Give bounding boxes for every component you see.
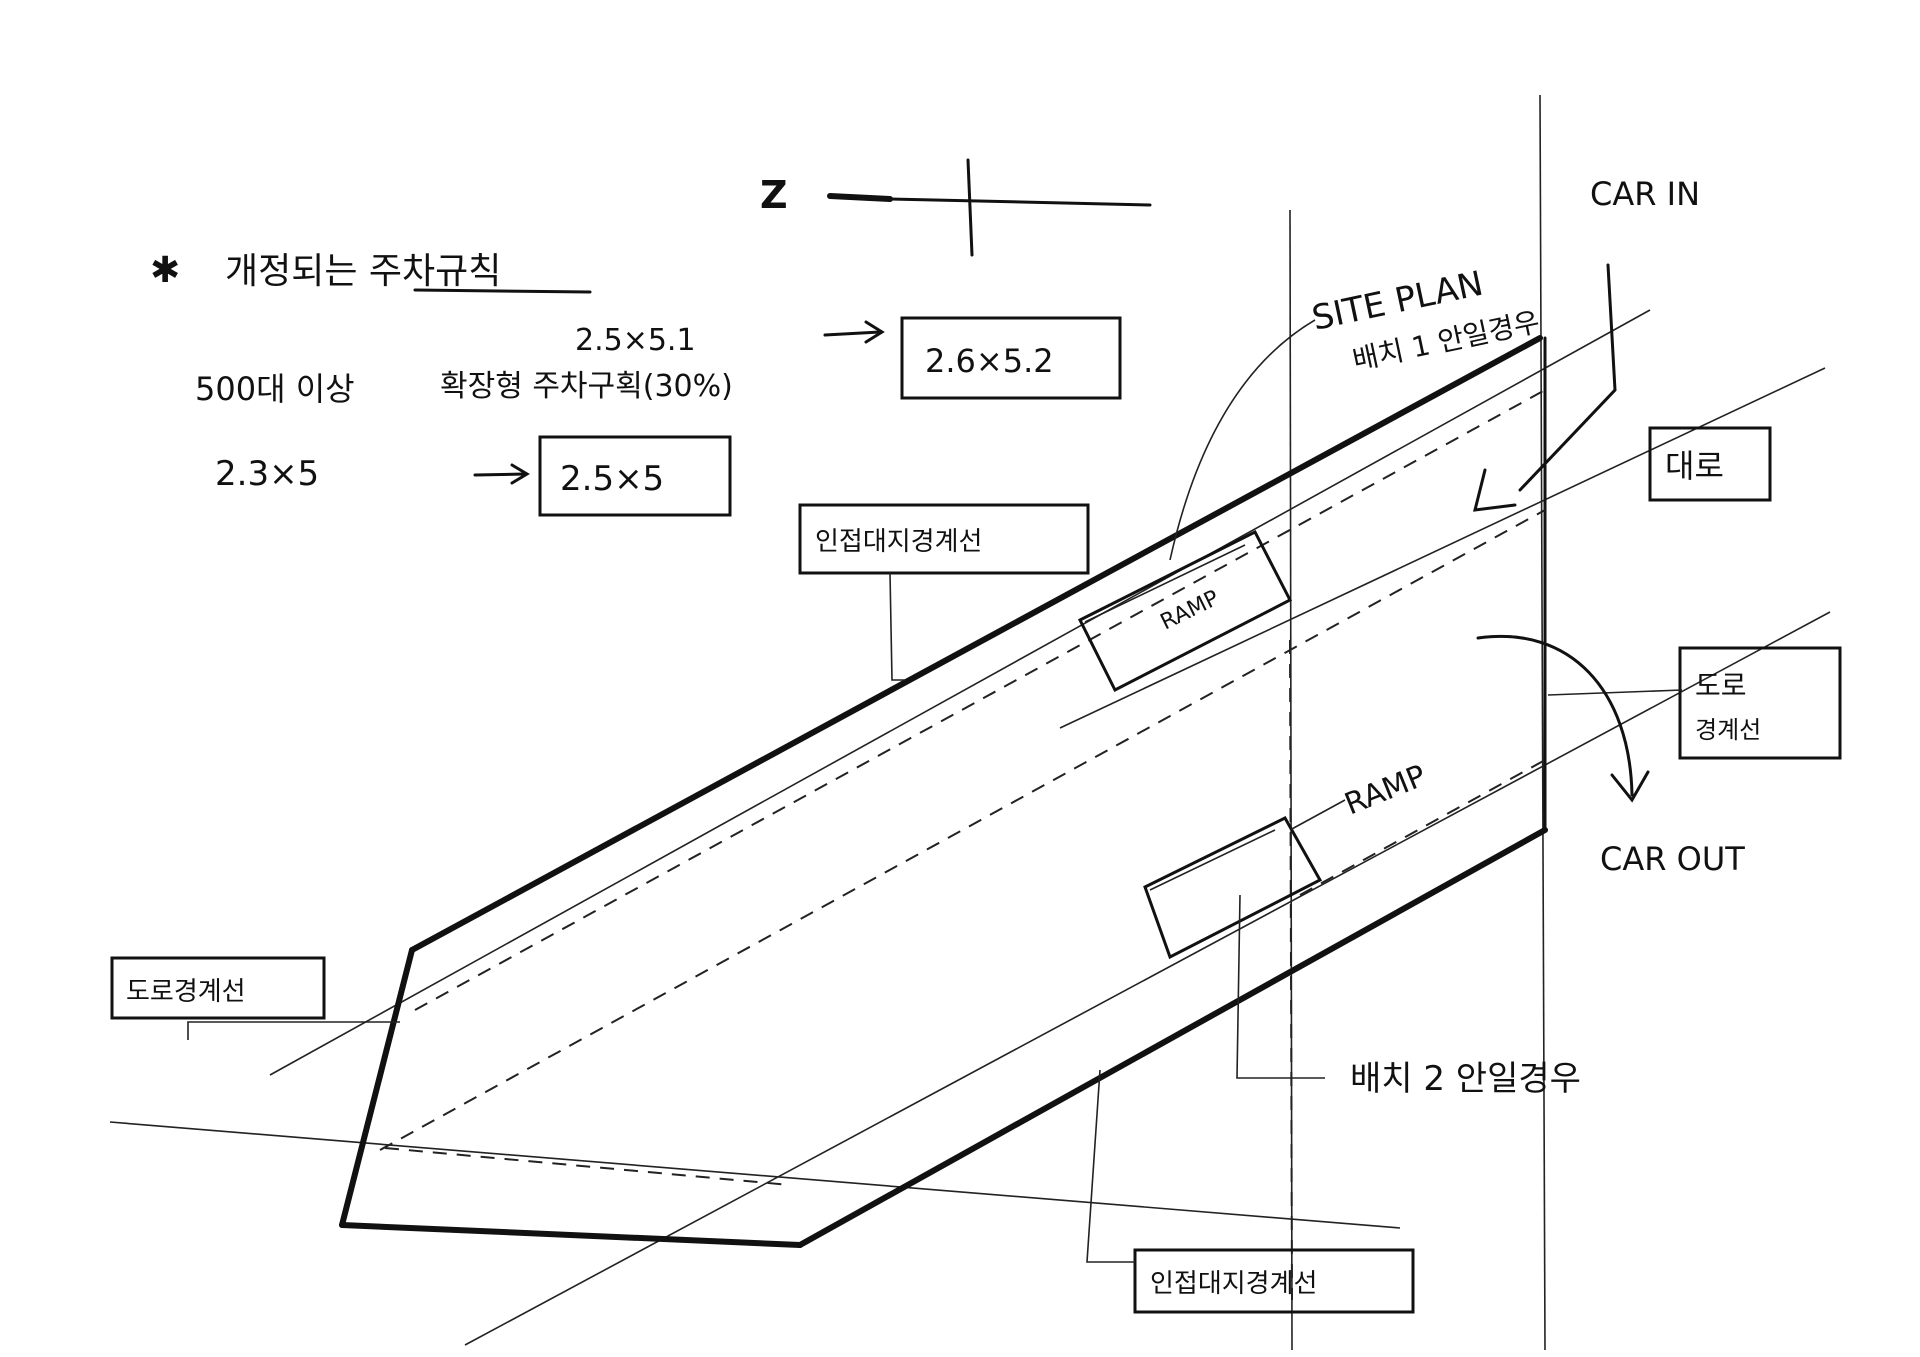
ramp-lower-leader <box>1289 799 1346 831</box>
boundary-top <box>409 335 1543 953</box>
diagonal-road-line-1 <box>269 309 1651 1076</box>
boundary-bottom <box>339 1222 803 1248</box>
siteplan-leader <box>1169 319 1316 561</box>
boundary-bottom-right <box>797 827 1548 1248</box>
line1-sub: 확장형 주차구획(30%) <box>440 369 733 404</box>
siteplan-annotation: SITE PLAN 배치 1 안일경우 <box>1169 264 1542 561</box>
parking-aisles <box>379 389 1546 1301</box>
adjacent-boundary-top: 인접대지경계선 <box>798 503 1090 681</box>
car-out-arrow-head <box>1610 770 1650 803</box>
adjacent-boundary-bottom-box <box>1133 1248 1415 1314</box>
road-boundary-left-box <box>110 956 326 1020</box>
road-boundary-right: 도로 경계선 <box>1547 646 1842 760</box>
road-boundary-right-text: 도로 <box>1695 669 1747 702</box>
north-mark-text: Z <box>760 173 788 217</box>
site-boundary <box>339 335 1548 1248</box>
line1-to-box <box>900 316 1122 400</box>
road-boundary-left-text: 도로경계선 <box>126 977 246 1007</box>
notes-header-underline <box>413 288 592 294</box>
ramp-upper: RAMP <box>1077 529 1293 693</box>
aisle-dash-3 <box>384 1147 791 1186</box>
layout2-leader <box>1236 894 1325 1079</box>
line1-to: 2.6×5.2 <box>925 342 1054 380</box>
ramp-lower-label: RAMP <box>1340 758 1431 822</box>
diagonal-road-line-3 <box>464 611 1831 1346</box>
aisle-dash-2 <box>379 509 1546 1151</box>
road-boundary-right-leader <box>1547 689 1683 696</box>
ramp-upper-diagonal <box>1084 544 1246 623</box>
ramp-upper-label: RAMP <box>1157 586 1223 636</box>
car-in-arrow-head <box>1473 468 1517 512</box>
adjacent-boundary-top-text: 인접대지경계선 <box>815 527 982 557</box>
north-arrow-line <box>888 197 1152 207</box>
horizontal-road-line <box>109 1121 1401 1229</box>
road-boundary-left-leader <box>187 1021 400 1040</box>
adjacent-boundary-top-box <box>798 503 1090 575</box>
layout2-note: 배치 2 안일경우 <box>1350 1059 1581 1099</box>
vertical-line-left <box>1289 209 1293 1351</box>
daero-box <box>1648 426 1772 502</box>
road-boundary-right-text-2: 경계선 <box>1695 716 1761 744</box>
line1-label: 500대 이상 <box>195 370 355 408</box>
ramp-lower: RAMP <box>1143 758 1431 960</box>
line1-arrow <box>823 330 882 337</box>
daero-annotation: 대로 <box>1648 426 1772 502</box>
north-arrow-bar <box>827 193 893 202</box>
site-reference-lines <box>109 94 1831 1351</box>
ramp-lower-shape <box>1143 816 1323 960</box>
adjacent-boundary-bottom: 인접대지경계선 <box>1086 1069 1415 1314</box>
notes-header: 개정되는 주차규칙 <box>225 251 501 292</box>
car-out-label: CAR OUT <box>1600 840 1745 878</box>
traffic-flow: CAR IN CAR OUT <box>1473 175 1745 878</box>
layout2-annotation: 배치 2 안일경우 <box>1236 894 1581 1099</box>
line2-arrow <box>473 472 527 477</box>
star-icon: ✱ <box>150 250 180 291</box>
boundary-left <box>339 947 415 1228</box>
adjacent-boundary-bottom-leader <box>1086 1069 1135 1263</box>
north-arrow-tick <box>966 158 974 257</box>
road-boundary-right-box <box>1678 646 1842 760</box>
line1-from: 2.5×5.1 <box>575 323 696 358</box>
road-boundary-left: 도로경계선 <box>110 956 400 1040</box>
car-in-arrow-path <box>1518 263 1617 492</box>
north-arrow: Z <box>760 158 1152 257</box>
ramp-upper-shape <box>1077 529 1293 693</box>
line2-arrow-head <box>510 463 530 485</box>
adjacent-boundary-bottom-text: 인접대지경계선 <box>1150 1269 1317 1299</box>
line1-arrow-head <box>864 320 885 344</box>
adjacent-boundary-top-leader <box>889 572 905 681</box>
line2-to: 2.5×5 <box>560 459 664 499</box>
vertical-line-right <box>1539 94 1546 1351</box>
line2-to-box <box>538 435 732 517</box>
car-in-label: CAR IN <box>1590 175 1700 213</box>
ramp-lower-diagonal <box>1149 829 1276 891</box>
parking-rule-notes: ✱ 개정되는 주차규칙 2.5×5.1 500대 이상 확장형 주차구획(30%… <box>150 250 1122 517</box>
daero-text: 대로 <box>1665 447 1724 485</box>
line2-from: 2.3×5 <box>215 454 319 494</box>
car-out-arrow-path <box>1476 635 1634 797</box>
